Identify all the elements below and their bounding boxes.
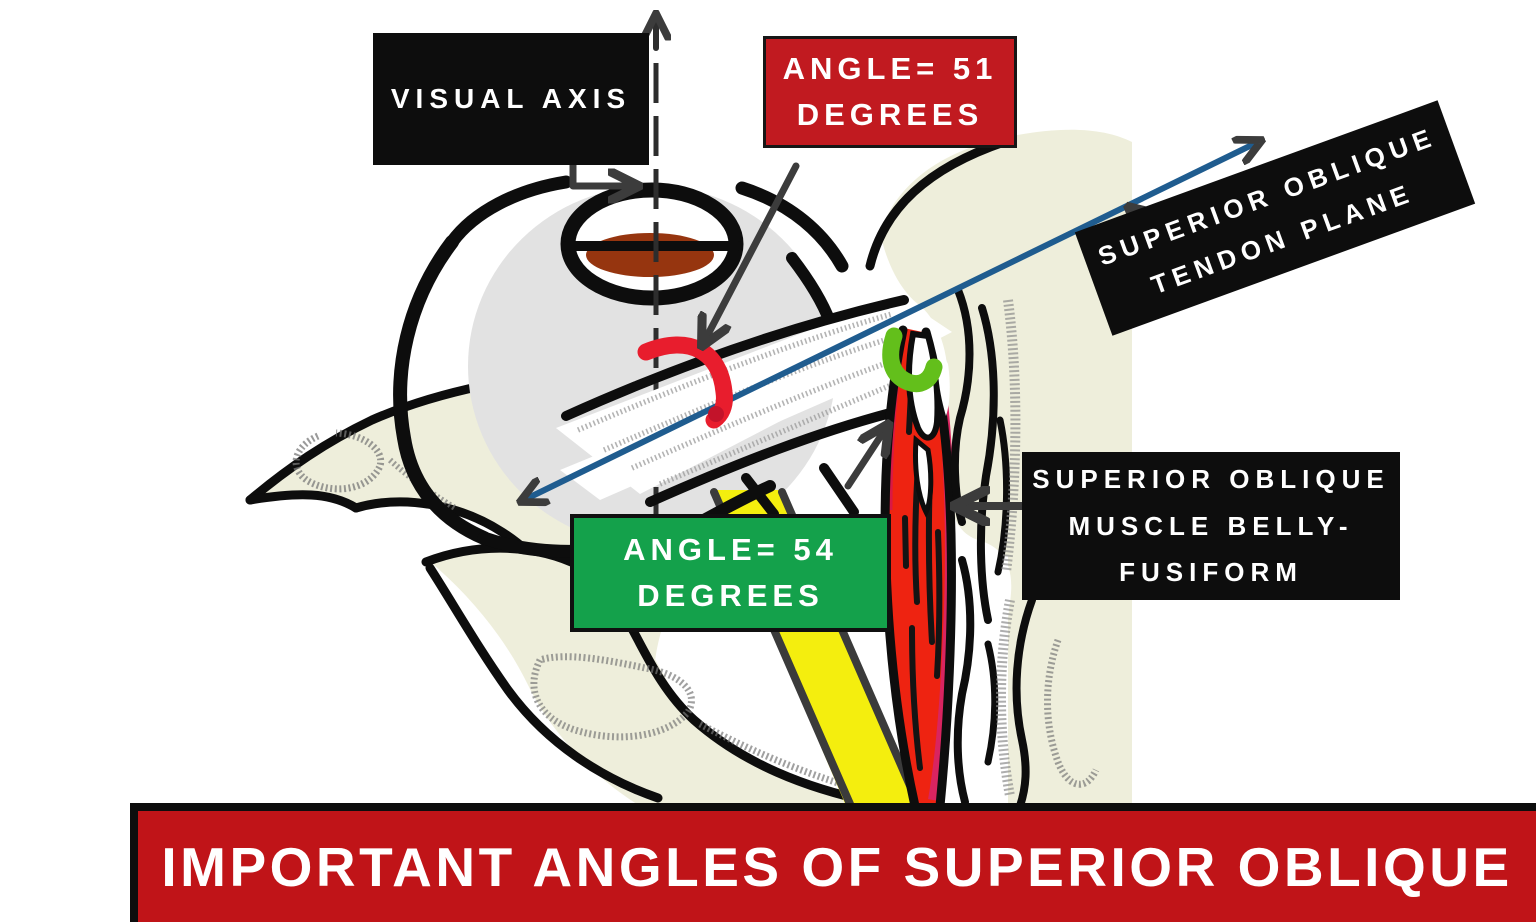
orbital-wall-sketch [996, 599, 1015, 797]
bone-sketch-texture [292, 429, 385, 493]
bone-lower-outline [425, 563, 663, 803]
orbital-wall-line [984, 640, 999, 766]
muscle-fiber [902, 515, 909, 569]
angle-54-label: ANGLE= 54 DEGREES [570, 514, 891, 632]
muscle-fiber [934, 529, 943, 679]
orbital-wall-line [1012, 596, 1036, 810]
visual-axis-label: VISUAL AXIS [373, 33, 649, 165]
angle-54-line2: DEGREES [637, 578, 824, 613]
eyeball-outline-left [393, 235, 491, 545]
muscle-belly-line3: FUSIFORM [1119, 557, 1303, 588]
iris [586, 233, 714, 277]
orbital-bone-lower [421, 543, 905, 807]
muscle-pointer-arrow [844, 428, 886, 490]
bone-sketch-texture [530, 653, 695, 741]
angle-51-arrow [704, 162, 800, 342]
muscle-belly-line2: MUSCLE BELLY- [1068, 510, 1354, 541]
orbital-wall-line [953, 556, 975, 806]
superior-oblique-muscle [880, 325, 956, 811]
bone-lower-fill [428, 547, 905, 806]
angle-51-line2: DEGREES [796, 97, 984, 132]
bone-beak-outline-mouth [245, 490, 361, 513]
visual-axis-connector-arrow [569, 160, 634, 186]
bone-edge-stroke [819, 463, 859, 517]
bone-sketch-texture [1044, 638, 1100, 788]
muscle-fiber [909, 625, 923, 771]
visual-axis-label-text: VISUAL AXIS [390, 83, 632, 114]
muscle-belly-label: SUPERIOR OBLIQUE MUSCLE BELLY- FUSIFORM [1022, 452, 1400, 600]
muscle-belly-line1: SUPERIOR OBLIQUE [1032, 463, 1390, 494]
angle-54-line1: ANGLE= 54 [623, 531, 838, 567]
angle-51-label: ANGLE= 51 DEGREES [763, 36, 1017, 148]
angle-51-line1: ANGLE= 51 [782, 50, 998, 86]
title-banner-text: IMPORTANT ANGLES OF SUPERIOR OBLIQUE [161, 835, 1513, 898]
title-banner: IMPORTANT ANGLES OF SUPERIOR OBLIQUE [130, 803, 1536, 922]
cornea [560, 182, 744, 306]
angle-51-arc-end [708, 406, 724, 422]
